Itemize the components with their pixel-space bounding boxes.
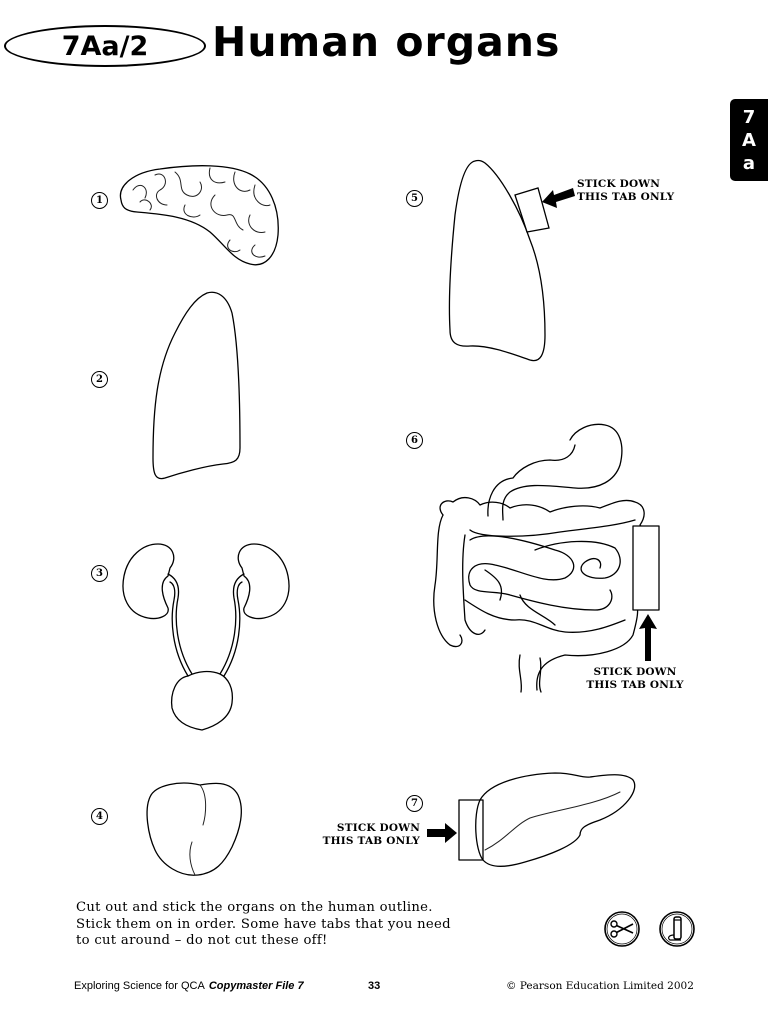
worksheet-code: 7Aa/2 — [61, 30, 149, 62]
organ-number-2: 2 — [91, 371, 108, 388]
organ-number-5: 5 — [406, 190, 423, 207]
arrow-up-icon — [639, 614, 657, 661]
series-title: Exploring Science for QCA — [74, 980, 205, 992]
chapter-side-tab: 7 A a — [730, 99, 768, 181]
digestive-system-illustration — [433, 423, 660, 693]
page-number: 33 — [368, 980, 381, 992]
organ-number-3: 3 — [91, 565, 108, 582]
lung-left-illustration — [152, 291, 241, 480]
instruction-line: Cut out and stick the organs on the huma… — [76, 900, 433, 915]
arrow-right-icon — [427, 823, 457, 843]
stick-label-line2: THIS TAB ONLY — [586, 679, 684, 691]
instruction-line: Stick them on in order. Some have tabs t… — [76, 916, 451, 932]
arrow-left-icon — [542, 188, 575, 208]
stick-label-line2: THIS TAB ONLY — [322, 835, 420, 847]
organ-number-6: 6 — [406, 432, 423, 449]
kidneys-bladder-illustration — [122, 543, 290, 731]
stick-down-label: STICK DOWN THIS TAB ONLY — [577, 178, 674, 204]
page-title: Human organs — [212, 18, 561, 66]
stick-label-line2: THIS TAB ONLY — [577, 191, 675, 203]
liver-illustration — [458, 772, 636, 867]
scissors-icon — [604, 911, 640, 947]
organ-number-7: 7 — [406, 795, 423, 812]
organ-number-4: 4 — [91, 808, 108, 825]
worksheet-code-badge: 7Aa/2 — [4, 25, 206, 67]
brain-illustration — [119, 165, 279, 266]
glue-stick-icon — [659, 911, 695, 947]
stick-label-line1: STICK DOWN — [336, 822, 420, 834]
side-tab-char: 7 — [742, 106, 756, 128]
stick-down-label: STICK DOWN THIS TAB ONLY — [318, 822, 420, 848]
lung-right-illustration — [448, 159, 550, 362]
copyright-notice: © Pearson Education Limited 2002 — [506, 980, 694, 992]
book-title: Copymaster File 7 — [208, 980, 304, 992]
organ-number-1: 1 — [91, 192, 108, 209]
side-tab-char: A — [742, 129, 756, 151]
instruction-line: to cut around – do not cut these off! — [76, 933, 328, 948]
heart-illustration — [146, 782, 242, 876]
side-tab-char: a — [742, 152, 756, 174]
stick-down-label: STICK DOWN THIS TAB ONLY — [583, 666, 687, 692]
stick-label-line1: STICK DOWN — [577, 178, 661, 190]
instructions-text: Cut out and stick the organs on the huma… — [76, 900, 496, 950]
stick-label-line1: STICK DOWN — [593, 666, 677, 678]
